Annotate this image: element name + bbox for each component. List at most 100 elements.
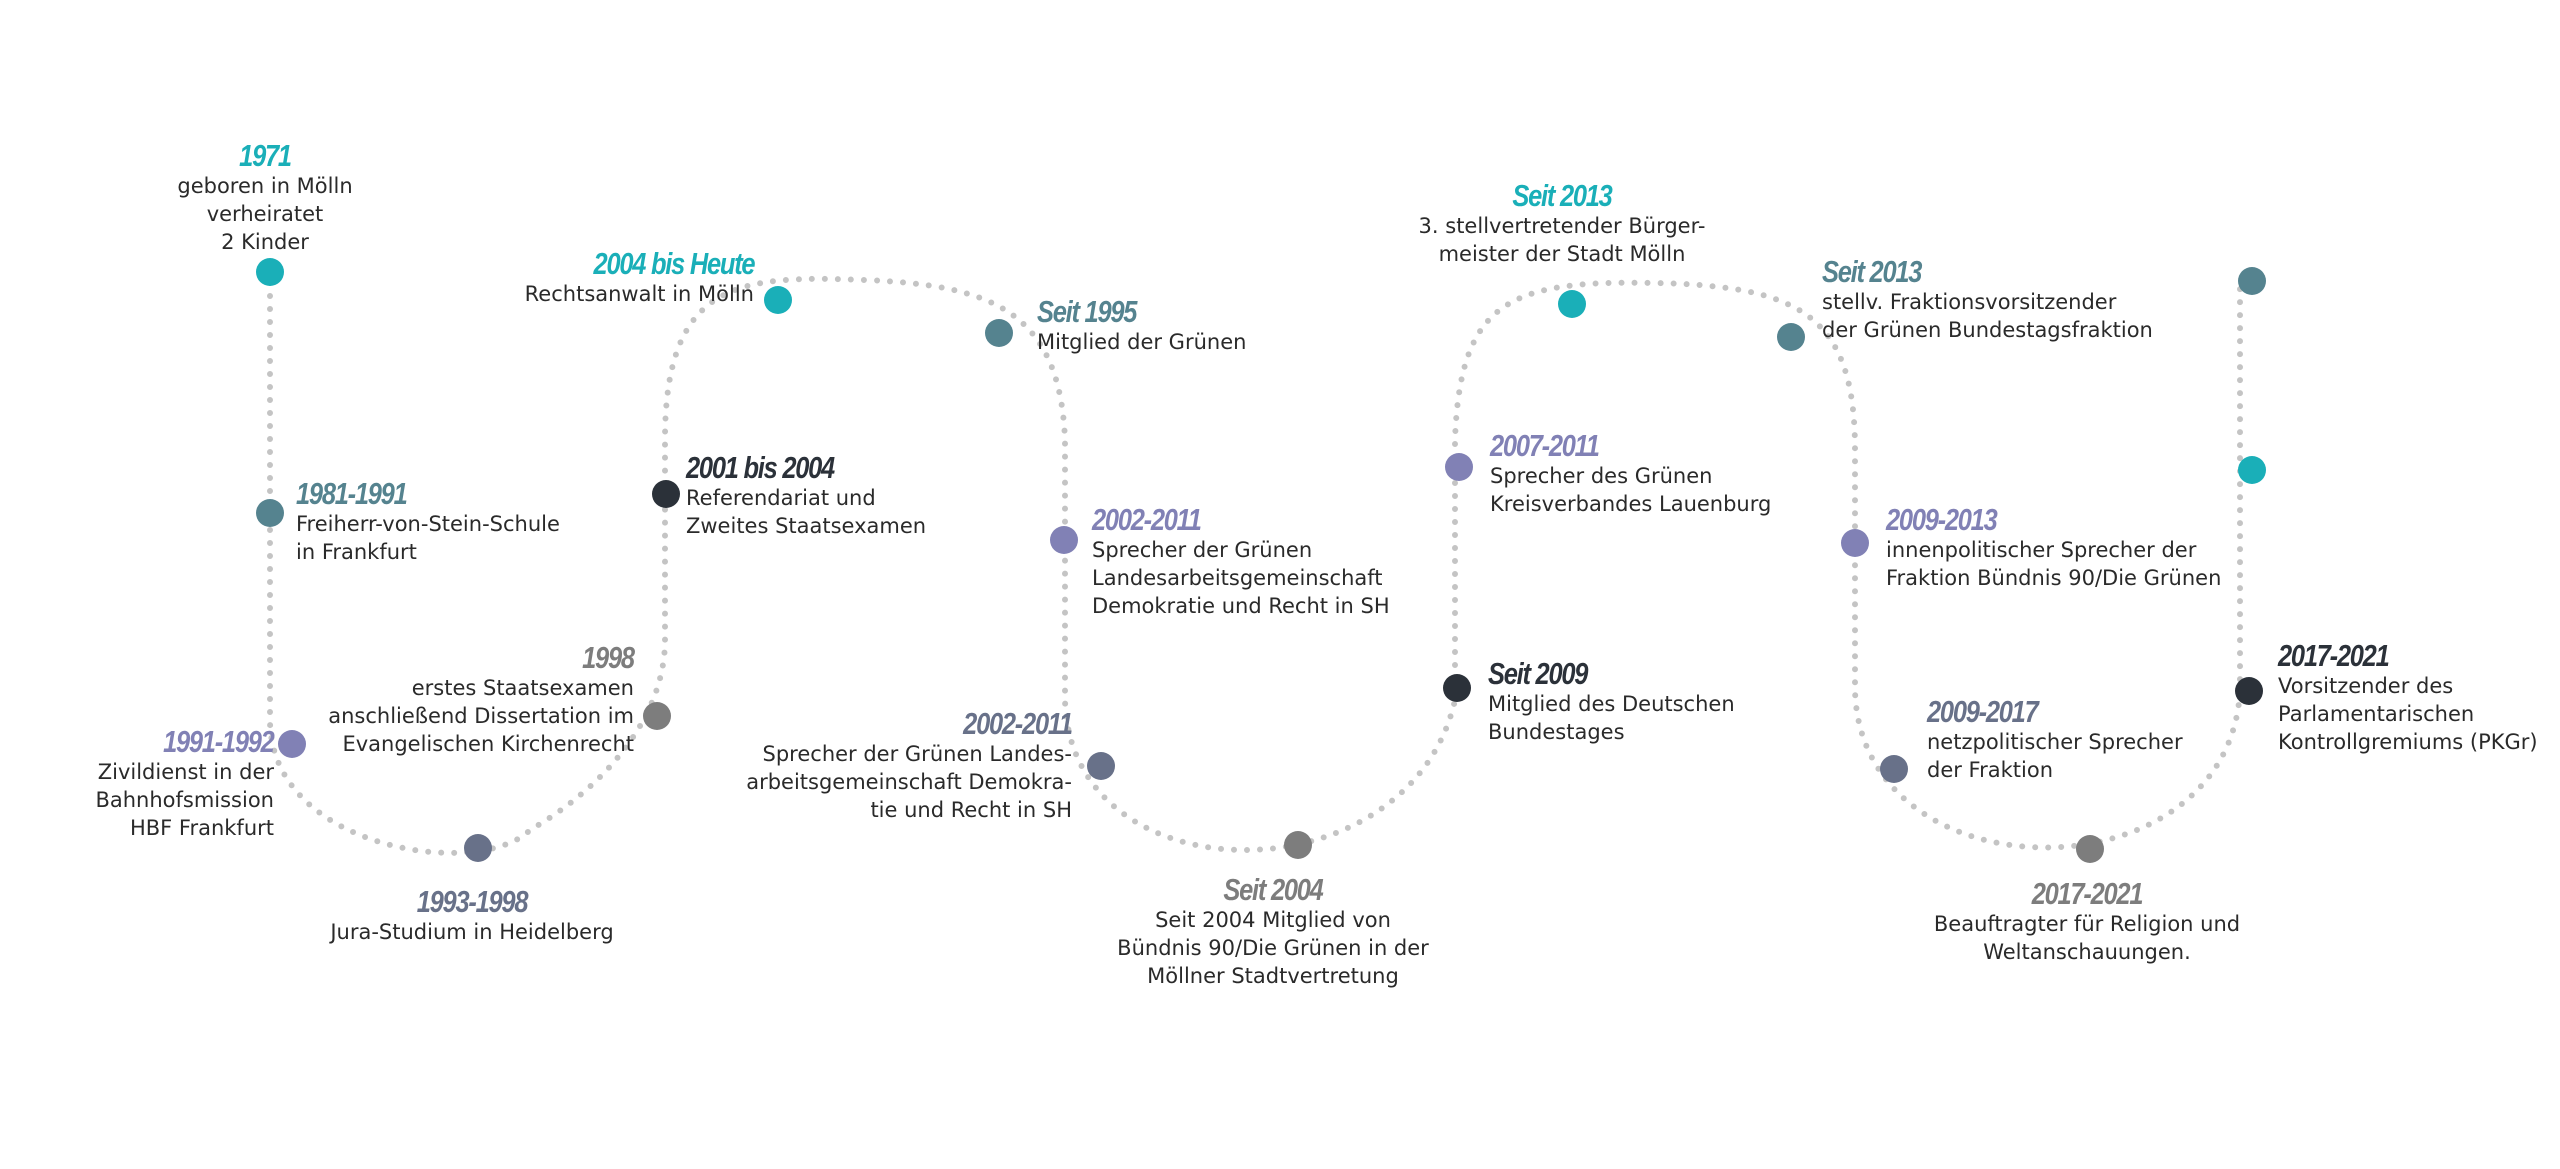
timeline-dot <box>1284 831 1312 859</box>
entry-description: Sprecher der Grünen Landes- <box>762 742 1072 766</box>
entry-description: Sprecher des Grünen <box>1490 464 1713 488</box>
entry-year: 2007-2011 <box>1490 428 1600 463</box>
entry-description: Bündnis 90/Die Grünen in der <box>1117 936 1429 960</box>
entry-description: Evangelischen Kirchenrecht <box>342 732 634 756</box>
entry-year: 1993-1998 <box>416 884 529 919</box>
entry-description: 3. stellvertretender Bürger- <box>1418 214 1706 238</box>
timeline-dot <box>1558 290 1586 318</box>
timeline-dot <box>1445 453 1473 481</box>
timeline-dot <box>1443 674 1471 702</box>
entry-description: Sprecher der Grünen <box>1092 538 1313 562</box>
entry-year: 2002-2011 <box>963 706 1073 741</box>
entry-description: Rechtsanwalt in Mölln <box>524 282 754 306</box>
timeline-dot <box>985 319 1013 347</box>
entry-description: erstes Staatsexamen <box>411 676 634 700</box>
timeline-dot <box>652 480 680 508</box>
entry-description: tie und Recht in SH <box>870 798 1072 822</box>
timeline-dot <box>1050 526 1078 554</box>
entry-description: Kontrollgremiums (PKGr) <box>2278 730 2538 754</box>
entry-description: verheiratet <box>206 202 324 226</box>
entry-description: Jura-Studium in Heidelberg <box>330 920 614 944</box>
entry-description: stellv. Fraktionsvorsitzender <box>1822 290 2117 314</box>
timeline-dot <box>256 258 284 286</box>
entry-year: Seit 1995 <box>1037 294 1137 329</box>
entry-description: anschließend Dissertation im <box>328 704 634 728</box>
entry-description: netzpolitischer Sprecher <box>1927 730 2183 754</box>
entry-year: 1981-1991 <box>296 476 408 511</box>
timeline-dot <box>256 499 284 527</box>
entry-year: 2001 bis 2004 <box>686 450 835 485</box>
timeline-dot <box>2076 835 2104 863</box>
entry-year: Seit 2013 <box>1512 178 1612 213</box>
entry-year: 2009-2017 <box>1927 694 2039 729</box>
entry-year: 2017-2021 <box>2278 638 2390 673</box>
entry-year: Seit 2013 <box>1822 254 1922 289</box>
entry-description: der Fraktion <box>1927 758 2053 782</box>
entry-description: Zivildienst in der <box>97 760 274 784</box>
entry-description: Vorsitzender des <box>2278 674 2454 698</box>
entry-description: Beauftragter für Religion und <box>1933 912 2241 936</box>
entry-description: der Grünen Bundestagsfraktion <box>1822 318 2153 342</box>
entry-description: Zweites Staatsexamen <box>686 514 927 538</box>
entry-description: arbeitsgemeinschaft Demokra- <box>746 770 1072 794</box>
timeline-dot <box>764 286 792 314</box>
entry-year: 1991-1992 <box>163 724 276 759</box>
entry-description: 2 Kinder <box>221 230 309 254</box>
entry-year: 1971 <box>239 138 292 173</box>
timeline-dot <box>2238 267 2266 295</box>
entry-description: Bundestages <box>1488 720 1625 744</box>
timeline-dot <box>2238 456 2266 484</box>
entry-description: Möllner Stadtvertretung <box>1147 964 1399 988</box>
entry-year: Seit 2009 <box>1488 656 1588 691</box>
entry-year: 1998 <box>582 640 635 675</box>
entry-description: Referendariat und <box>686 486 876 510</box>
entry-description: Mitglied der Grünen <box>1037 330 1247 354</box>
entry-description: Mitglied des Deutschen <box>1488 692 1735 716</box>
timeline-dot <box>1841 529 1869 557</box>
entry-description: Kreisverbandes Lauenburg <box>1490 492 1772 516</box>
entry-description: in Frankfurt <box>296 540 417 564</box>
entry-description: Landesarbeitsgemeinschaft <box>1092 566 1383 590</box>
entry-description: geboren in Mölln <box>177 174 353 198</box>
entry-description: innenpolitischer Sprecher der <box>1886 538 2197 562</box>
entry-year: 2002-2011 <box>1092 502 1202 537</box>
timeline-dot <box>1777 323 1805 351</box>
entry-year: Seit 2004 <box>1223 872 1323 907</box>
entry-year: 2004 bis Heute <box>593 246 755 281</box>
entry-description: Demokratie und Recht in SH <box>1092 594 1390 618</box>
entry-description: Weltanschauungen. <box>1983 940 2191 964</box>
entry-description: Parlamentarischen <box>2278 702 2475 726</box>
entry-year: 2009-2013 <box>1886 502 1998 537</box>
entry-description: Fraktion Bündnis 90/Die Grünen <box>1886 566 2222 590</box>
timeline-dot <box>1087 752 1115 780</box>
entry-description: Seit 2004 Mitglied von <box>1155 908 1391 932</box>
timeline-dot <box>1880 755 1908 783</box>
entry-description: meister der Stadt Mölln <box>1438 242 1686 266</box>
timeline-dot <box>278 730 306 758</box>
entry-description: Freiherr-von-Stein-Schule <box>296 512 560 536</box>
entry-year: 2017-2021 <box>2031 876 2144 911</box>
timeline-dot <box>464 834 492 862</box>
entry-description: HBF Frankfurt <box>129 816 274 840</box>
timeline-dot <box>643 702 671 730</box>
entry-description: Bahnhofsmission <box>95 788 274 812</box>
